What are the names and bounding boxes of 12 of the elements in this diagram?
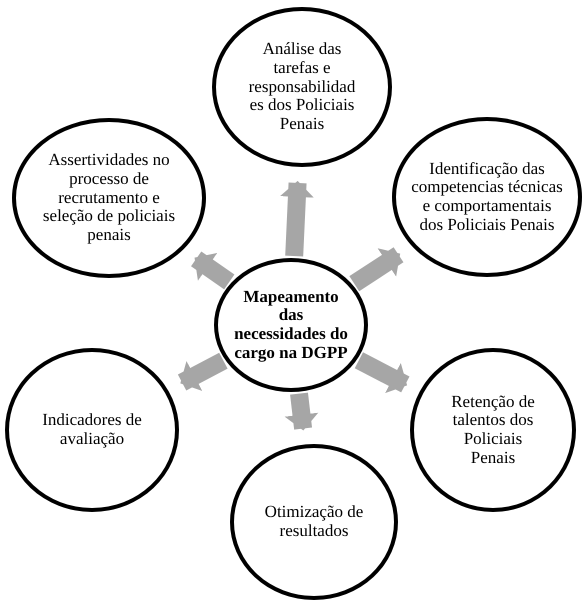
node-text: Mapeamento das necessidades do cargo na DGPP <box>234 288 348 362</box>
node-text: Assertividades no processo de recrutamento e seleção de policiais penais <box>42 151 176 245</box>
block-arrow <box>178 352 228 391</box>
node-text: Otimização de resultados <box>264 503 364 541</box>
node-text: Retenção de talentos dos Policiais Penais <box>450 392 536 468</box>
node-text: Identificação das competencias técnicas e comportamentais dos Policiais Penais <box>410 160 564 234</box>
block-arrow <box>349 247 404 292</box>
node-text: Indicadores de avaliação <box>41 411 143 449</box>
block-arrow <box>284 392 318 431</box>
block-arrow <box>191 251 234 290</box>
block-arrow <box>280 180 314 256</box>
node-text: Análise das tarefas e responsabilidades dos Policiais Penais <box>248 40 356 134</box>
